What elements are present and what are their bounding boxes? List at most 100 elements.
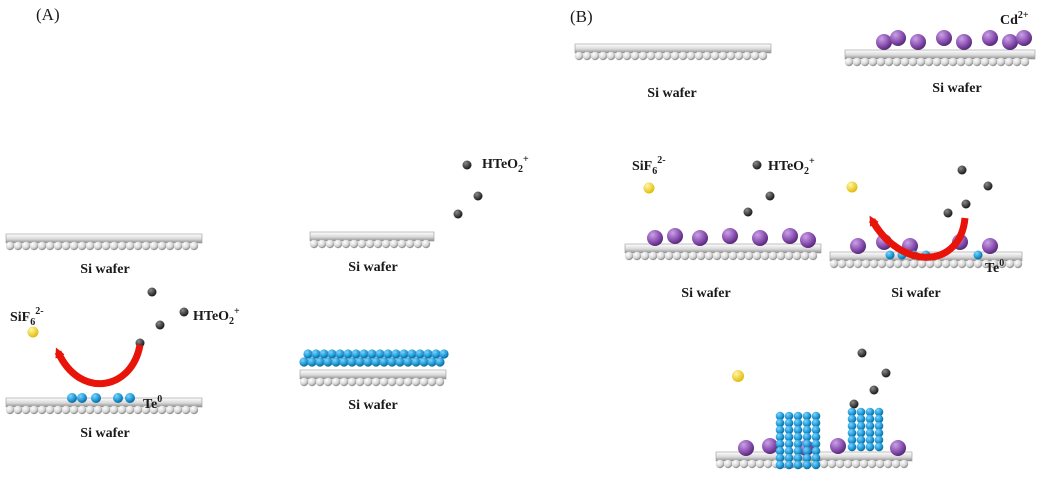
te-atom [865, 442, 875, 452]
silicon-atom [694, 51, 704, 61]
silicon-atom [720, 251, 730, 261]
silicon-atom [622, 51, 632, 61]
silicon-atom [875, 459, 885, 469]
te-atom [856, 407, 866, 417]
te-atom [793, 432, 803, 442]
silicon-atom [750, 51, 760, 61]
te-atom [435, 357, 445, 367]
silicon-atom [77, 241, 87, 251]
silicon-atom [664, 251, 674, 261]
te-atom [327, 349, 337, 359]
te-atom [811, 432, 821, 442]
silicon-atom [885, 259, 895, 269]
silicon-atom [867, 459, 877, 469]
htei-ion [743, 207, 753, 217]
silicon-atom [835, 459, 845, 469]
htei-ion [155, 320, 165, 330]
te-atom [802, 460, 812, 470]
te0-label-a3: Te0 [143, 394, 162, 412]
silicon-atom [941, 259, 951, 269]
htei-ion [869, 385, 879, 395]
silicon-atom [731, 459, 741, 469]
te-atom [865, 435, 875, 445]
te-atom [793, 411, 803, 421]
htei-label-b3: HTeO2+ [768, 156, 815, 177]
silicon-atom [85, 241, 95, 251]
te-atom [793, 460, 803, 470]
silicon-atom [371, 377, 381, 387]
te-atom [403, 357, 413, 367]
te-atom [77, 393, 87, 403]
te-atom [371, 357, 381, 367]
silicon-atom [157, 241, 167, 251]
silicon-atom [413, 239, 423, 249]
te-atom [847, 421, 857, 431]
silicon-atom [323, 377, 333, 387]
silicon-atom [1004, 57, 1014, 67]
si-wafer-label-b3: Si wafer [681, 286, 730, 301]
cd-atom [647, 230, 663, 246]
te-atom [784, 453, 794, 463]
silicon-atom [632, 251, 642, 261]
te-atom [775, 460, 785, 470]
silicon-atom [606, 51, 616, 61]
te-atom [802, 411, 812, 421]
silicon-atom [165, 241, 175, 251]
si-wafer-a4 [299, 369, 447, 387]
silicon-atom [996, 57, 1006, 67]
silicon-atom [109, 405, 119, 415]
te-atom [383, 349, 393, 359]
te-atom [419, 357, 429, 367]
te-atom [847, 414, 857, 424]
te-atom [784, 432, 794, 442]
silicon-atom [347, 377, 357, 387]
te-atom [811, 411, 821, 421]
silicon-atom [940, 57, 950, 67]
silicon-atom [21, 405, 31, 415]
te-atom [784, 439, 794, 449]
silicon-atom [868, 57, 878, 67]
te-atom [865, 428, 875, 438]
te-atom [339, 357, 349, 367]
te-atom [363, 357, 373, 367]
te-atom [793, 453, 803, 463]
te-atom [811, 439, 821, 449]
cd-atom [722, 228, 738, 244]
te-atom [784, 446, 794, 456]
wafer-top-layer [309, 231, 435, 242]
silicon-atom [827, 459, 837, 469]
wafer-top-layer [574, 43, 772, 54]
si-wafer-label-a1: Si wafer [80, 262, 129, 277]
silicon-atom [69, 405, 79, 415]
silicon-atom [712, 251, 722, 261]
silicon-atom [739, 459, 749, 469]
htei-ion [849, 399, 859, 409]
wafer-top-layer [844, 49, 1036, 60]
te-atom [784, 460, 794, 470]
cd-atom [850, 238, 866, 254]
te-atom [775, 418, 785, 428]
silicon-atom [869, 259, 879, 269]
silicon-atom [117, 405, 127, 415]
cd-atom [830, 438, 846, 454]
silicon-atom [101, 405, 111, 415]
silicon-atom [723, 459, 733, 469]
htei-label-a3: HTeO2+ [193, 306, 240, 327]
silicon-atom [363, 377, 373, 387]
cd-atom [782, 228, 798, 244]
te-atom [415, 349, 425, 359]
silicon-atom [77, 405, 87, 415]
te-atom [811, 425, 821, 435]
panel-label-a: (A) [36, 5, 60, 24]
silicon-atom [37, 241, 47, 251]
silicon-atom [640, 251, 650, 261]
te-atom [775, 411, 785, 421]
te-atom [407, 349, 417, 359]
silicon-atom [373, 239, 383, 249]
silicon-atom [189, 405, 199, 415]
si-wafer-b1 [574, 43, 772, 61]
silicon-atom [702, 51, 712, 61]
te-atom [431, 349, 441, 359]
te-atom [379, 357, 389, 367]
silicon-atom [670, 51, 680, 61]
